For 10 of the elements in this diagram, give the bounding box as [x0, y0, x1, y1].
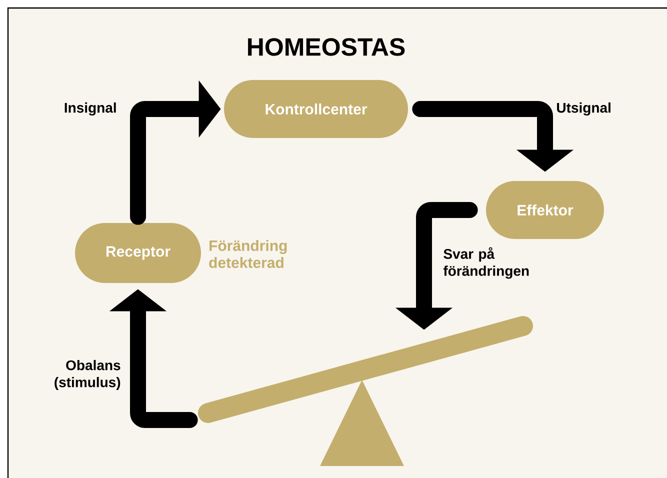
annotation: Förändring detekterad [209, 240, 287, 268]
edge-label: Svar på förändringen [443, 247, 529, 279]
edge-label: Obalans (stimulus) [54, 360, 120, 390]
edge-label: Insignal [64, 102, 116, 116]
process-box: Receptor [75, 223, 201, 283]
title: HOMEOSTAS [248, 38, 405, 56]
process-box: Effektor [486, 181, 604, 239]
edge-label: Utsignal [557, 102, 610, 116]
seesaw-drawing [198, 316, 533, 466]
process-box: Kontrollcenter [224, 80, 408, 138]
